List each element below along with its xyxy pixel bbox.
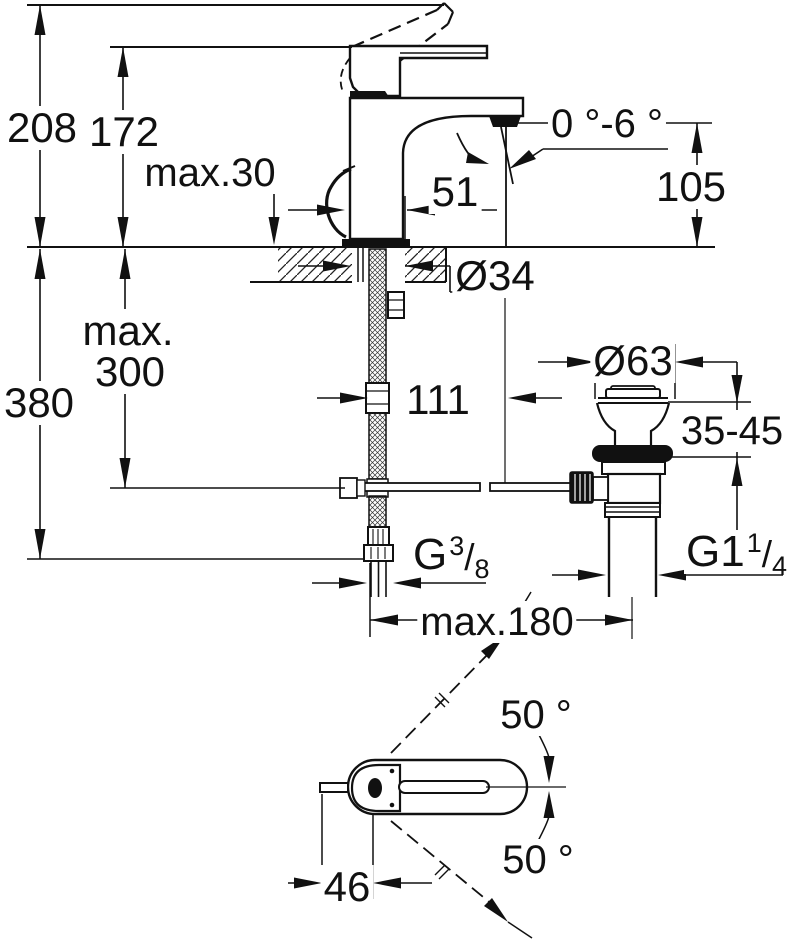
flexible-supply-hose (363, 248, 405, 597)
thread-denominator: 8 (474, 554, 490, 584)
plan-view-swivel-range (319, 591, 566, 939)
dim-rod-offset: 46 (320, 865, 374, 909)
dim-overall-height: 208 (3, 106, 81, 150)
dim-mounting-hole-diameter: Ø34 (452, 254, 538, 298)
thread-prefix: G (413, 530, 448, 579)
dim-aerator-angle: 0 °-6 ° (547, 103, 667, 145)
dim-max-hose-value: 300 (91, 350, 169, 394)
arrowheads (34, 5, 743, 889)
pop-up-rod (339, 477, 573, 499)
dim-height-to-handle: 172 (85, 110, 163, 154)
thread-numerator: 1 (746, 528, 762, 558)
dim-spout-outlet-height: 105 (652, 165, 730, 209)
dim-supply-thread: G3/8 (411, 530, 492, 583)
dim-max-center-distance: max.180 (417, 601, 577, 643)
thread-numerator: 3 (449, 531, 465, 561)
dim-waste-flange-diameter: Ø63 (590, 339, 676, 383)
pop-up-waste-valve (569, 385, 673, 639)
dim-below-height: 380 (0, 381, 78, 425)
dim-spout-reach: 111 (403, 378, 473, 422)
dim-swivel-angle-lower: 50 ° (499, 839, 577, 881)
dim-max-mounting-thickness: max.30 (141, 152, 279, 194)
thread-denominator: 4 (772, 551, 787, 581)
dim-waste-thread: G11/4 (684, 527, 787, 580)
thread-prefix: G1 (686, 527, 745, 576)
dim-swivel-angle-upper: 50 ° (497, 694, 575, 736)
dim-max-hose-word: max. (79, 309, 177, 353)
dim-spout-front-offset: 51 (428, 170, 482, 214)
faucet-side-view (325, 2, 525, 248)
thread-slash: / (761, 534, 773, 575)
thread-slash: / (464, 537, 475, 578)
dim-basin-thickness-range: 35-45 (677, 410, 787, 452)
